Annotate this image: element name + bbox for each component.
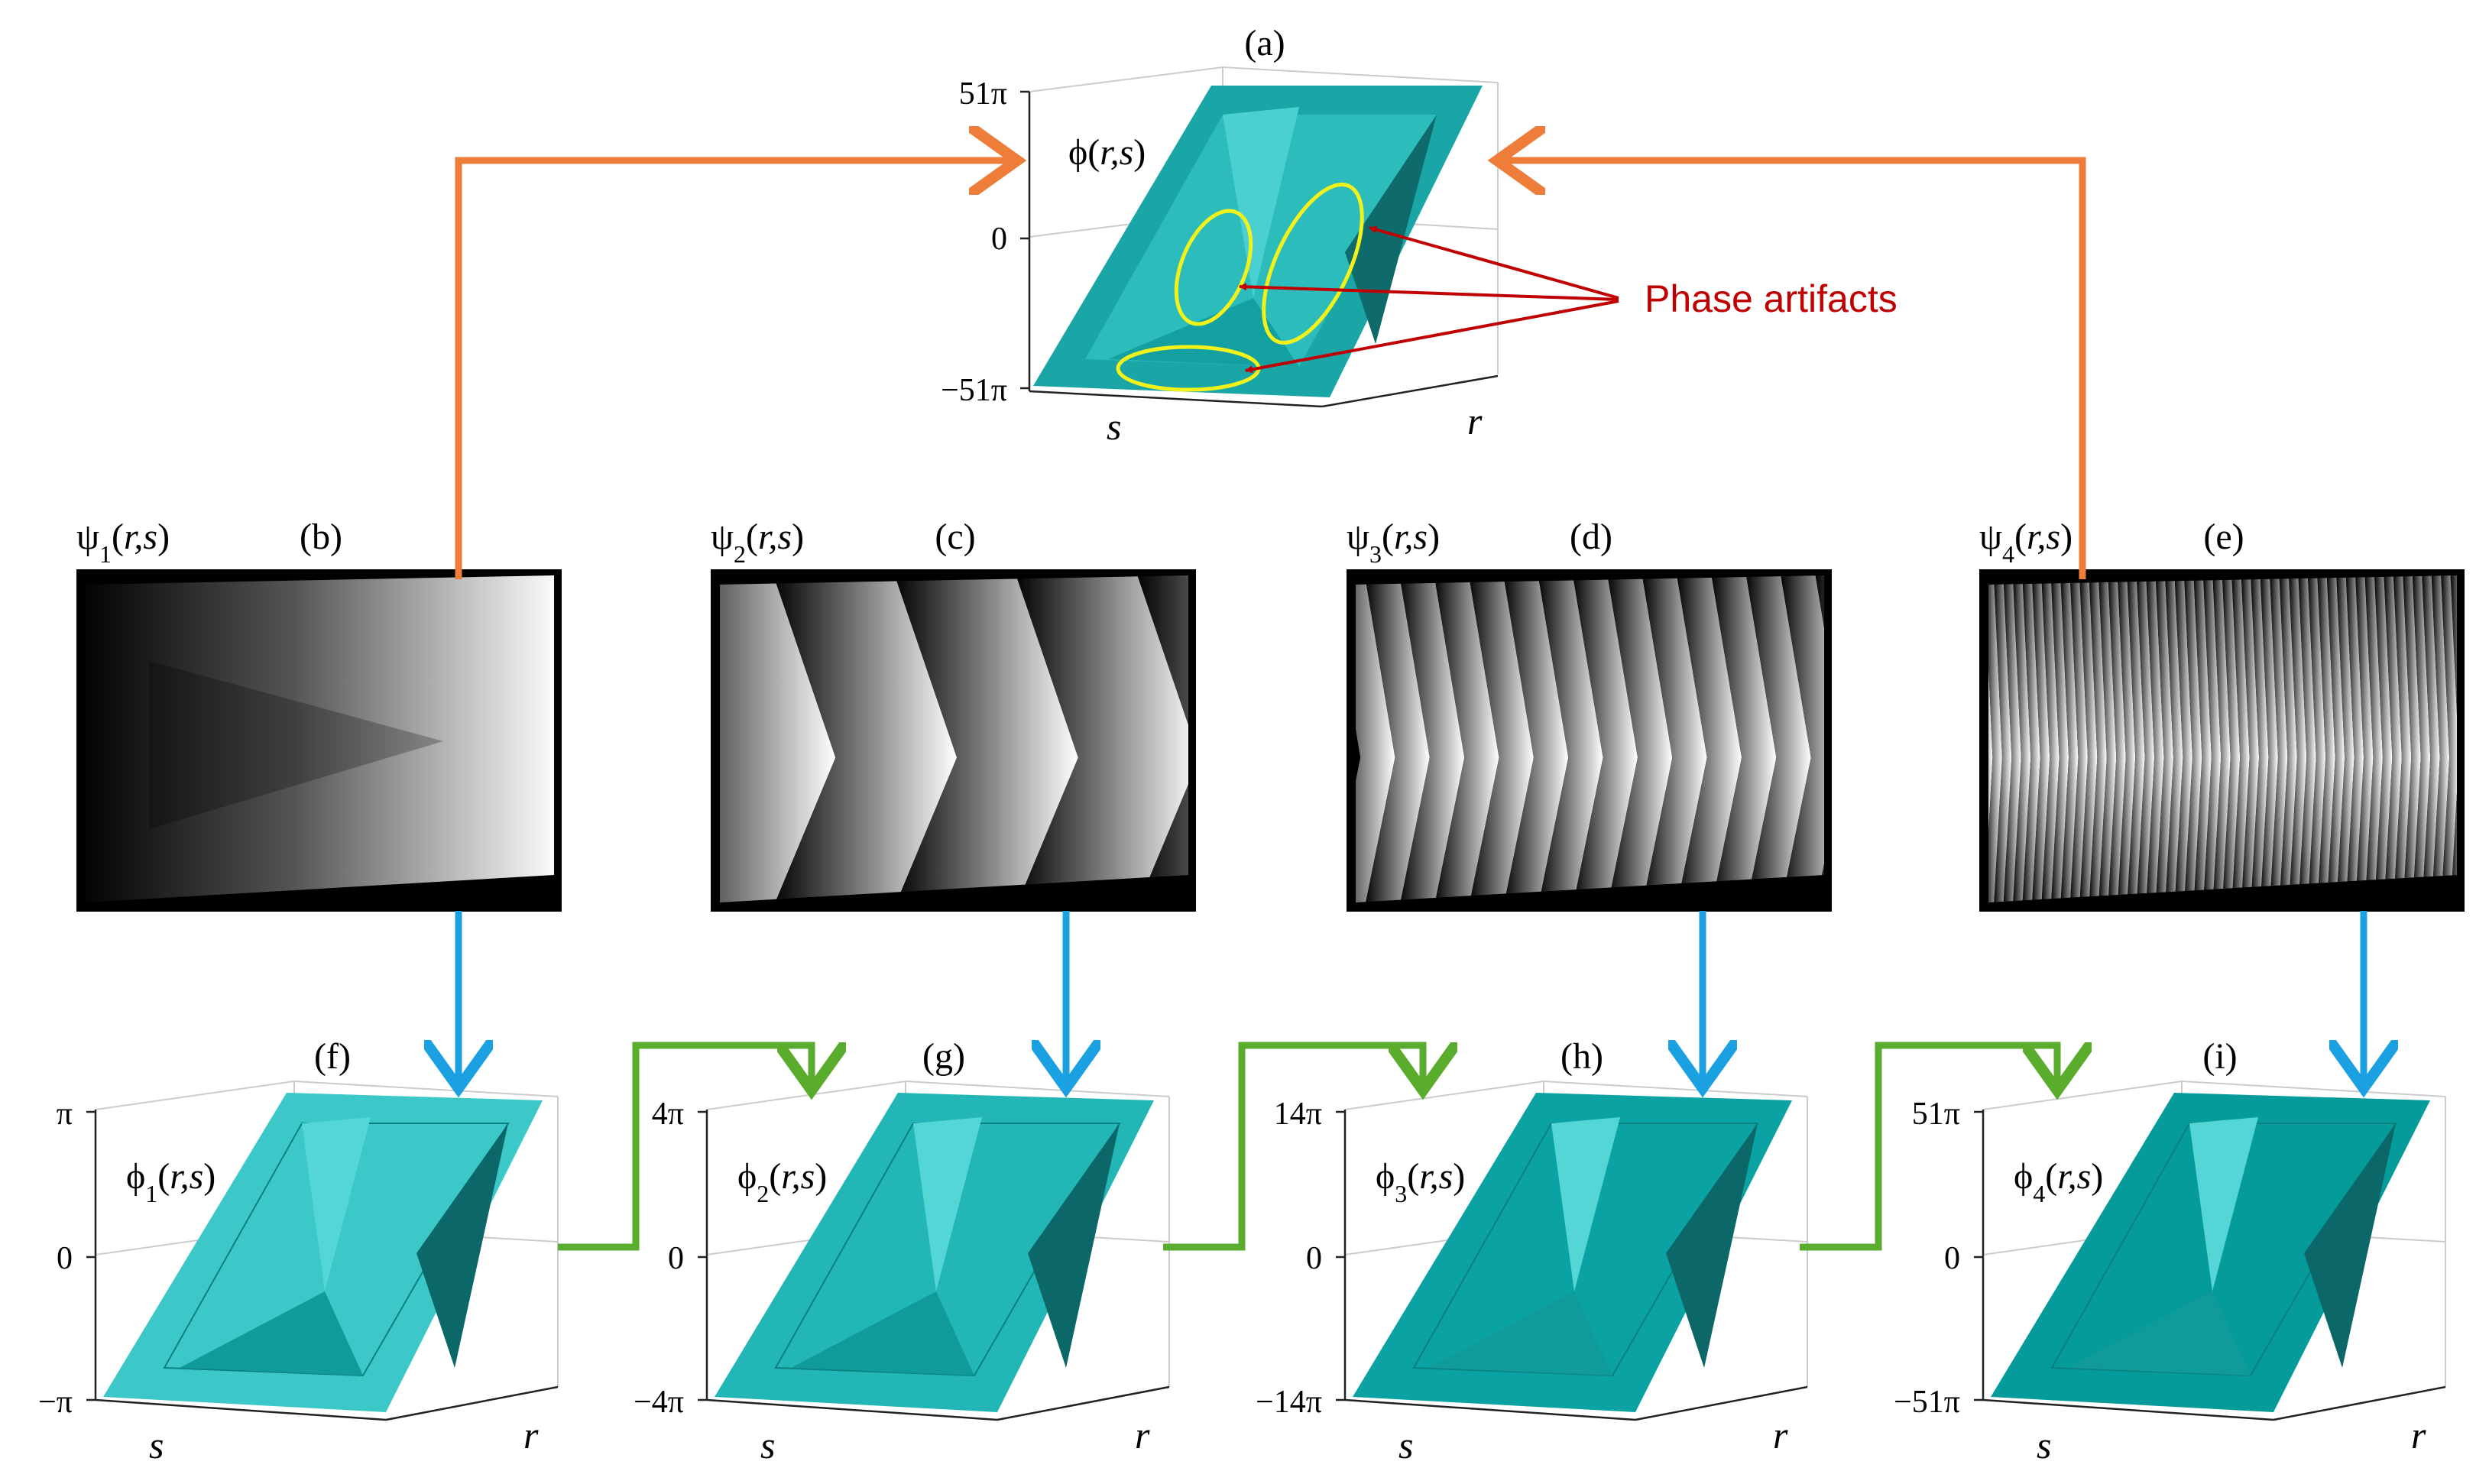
panel-b-function-label: ψ1(r,s) <box>76 517 170 568</box>
panel-h-surface <box>1353 1093 1792 1412</box>
panel-f-function-label: ϕ1(r,s) <box>126 1156 216 1207</box>
panel-g-label: (g) <box>922 1036 965 1077</box>
panel-e-function-label: ψ4(r,s) <box>1979 517 2073 568</box>
phase-artifacts-label: Phase artifacts <box>1645 277 1898 320</box>
panel-h-tick-0: 14π <box>1274 1097 1322 1132</box>
panel-e-wrapped-phase: ψ4(r,s) (e) <box>1979 517 2465 912</box>
panel-a-label: (a) <box>1244 23 1285 63</box>
panel-h-unwrapped-phase: (h) 14π 0 −14π ϕ3(r,s) s r <box>1256 1036 1808 1466</box>
panel-i-surface <box>1991 1093 2430 1412</box>
orange-arrows <box>455 160 2086 579</box>
panel-i-function-label: ϕ4(r,s) <box>2014 1156 2103 1207</box>
panel-a-tick-bottom: −51π <box>941 373 1007 408</box>
panel-a-axis-s: s <box>1107 405 1121 448</box>
green-arrow-g-to-h <box>1163 1042 1423 1251</box>
panel-g-surface <box>715 1093 1154 1412</box>
panel-a-axis-r: r <box>1467 400 1483 442</box>
panel-c-fringe-pattern <box>720 575 1188 902</box>
panel-f-tick-1: 0 <box>57 1241 73 1276</box>
panel-g-axis-s: s <box>760 1424 775 1466</box>
panel-f-tick-2: −π <box>38 1385 73 1420</box>
panel-f-label: (f) <box>314 1036 351 1077</box>
panel-c-wrapped-phase: ψ2(r,s) (c) <box>711 517 1196 912</box>
panel-g-axis-r: r <box>1135 1414 1150 1456</box>
panel-f-unwrapped-phase: (f) π 0 −π ϕ1(r,s) s r <box>38 1036 559 1466</box>
panel-b-fringe-pattern <box>86 575 554 902</box>
panel-a-surface <box>1033 86 1483 397</box>
panel-h-axis-r: r <box>1773 1414 1788 1456</box>
green-arrows <box>558 1042 2057 1251</box>
panel-g-unwrapped-phase: (g) 4π 0 −4π ϕ2(r,s) s r <box>634 1036 1170 1466</box>
panel-h-function-label: ϕ3(r,s) <box>1376 1156 1465 1207</box>
wrapped-phase-row: ψ1(r,s) (b) ψ2(r,s) (c) ψ3(r,s) (d) ψ4(r,s) (e) <box>76 517 2465 912</box>
panel-g-tick-1: 0 <box>668 1241 684 1276</box>
panel-e-fringe-pattern <box>1988 575 2457 902</box>
panel-a-reconstructed-phase: (a) 51π 0 −51π <box>941 23 1898 448</box>
panel-h-tick-1: 0 <box>1306 1241 1322 1276</box>
panel-e-label: (e) <box>2203 517 2244 557</box>
panel-h-tick-2: −14π <box>1256 1385 1322 1420</box>
green-arrow-h-to-i <box>1800 1042 2057 1251</box>
panel-a-tick-mid: 0 <box>991 222 1007 257</box>
panel-d-wrapped-phase: ψ3(r,s) (d) <box>1347 517 1832 912</box>
panel-f-axis-r: r <box>523 1414 539 1456</box>
panel-d-function-label: ψ3(r,s) <box>1347 517 1440 568</box>
panel-b-label: (b) <box>300 517 342 557</box>
panel-i-tick-0: 51π <box>1912 1097 1960 1132</box>
panel-c-label: (c) <box>935 517 975 557</box>
panel-c-function-label: ψ2(r,s) <box>711 517 804 568</box>
panel-d-label: (d) <box>1570 517 1612 557</box>
panel-b-wrapped-phase: ψ1(r,s) (b) <box>76 517 562 912</box>
blue-arrows <box>459 911 2364 1081</box>
panel-h-axis-s: s <box>1398 1424 1413 1466</box>
unwrapped-phase-row: (f) π 0 −π ϕ1(r,s) s r (g) 4π 0 −4π ϕ2(r,s) s r (h) 14π… <box>38 1036 2446 1466</box>
panel-i-tick-1: 0 <box>1944 1241 1960 1276</box>
panel-i-unwrapped-phase: (i) 51π 0 −51π ϕ4(r,s) s r <box>1894 1036 2446 1466</box>
orange-arrow-right <box>1504 160 2086 579</box>
panel-i-axis-s: s <box>2037 1424 2051 1466</box>
panel-i-label: (i) <box>2202 1036 2237 1077</box>
panel-g-tick-2: −4π <box>634 1385 684 1420</box>
panel-a-tick-top: 51π <box>959 76 1007 112</box>
phase-artifacts-arrows <box>1239 225 1619 374</box>
panel-h-label: (h) <box>1560 1036 1603 1077</box>
panel-f-surface <box>103 1093 543 1412</box>
panel-i-axis-r: r <box>2411 1414 2426 1456</box>
panel-f-axis-s: s <box>149 1424 164 1466</box>
panel-g-tick-0: 4π <box>652 1097 684 1132</box>
green-arrow-f-to-g <box>558 1042 812 1251</box>
panel-i-tick-2: −51π <box>1894 1385 1960 1420</box>
panel-a-function-label: ϕ(r,s) <box>1068 132 1146 173</box>
panel-g-function-label: ϕ2(r,s) <box>737 1156 827 1207</box>
panel-d-fringe-pattern <box>1356 575 1824 902</box>
orange-arrow-left <box>455 160 1010 579</box>
panel-f-tick-0: π <box>57 1097 73 1132</box>
